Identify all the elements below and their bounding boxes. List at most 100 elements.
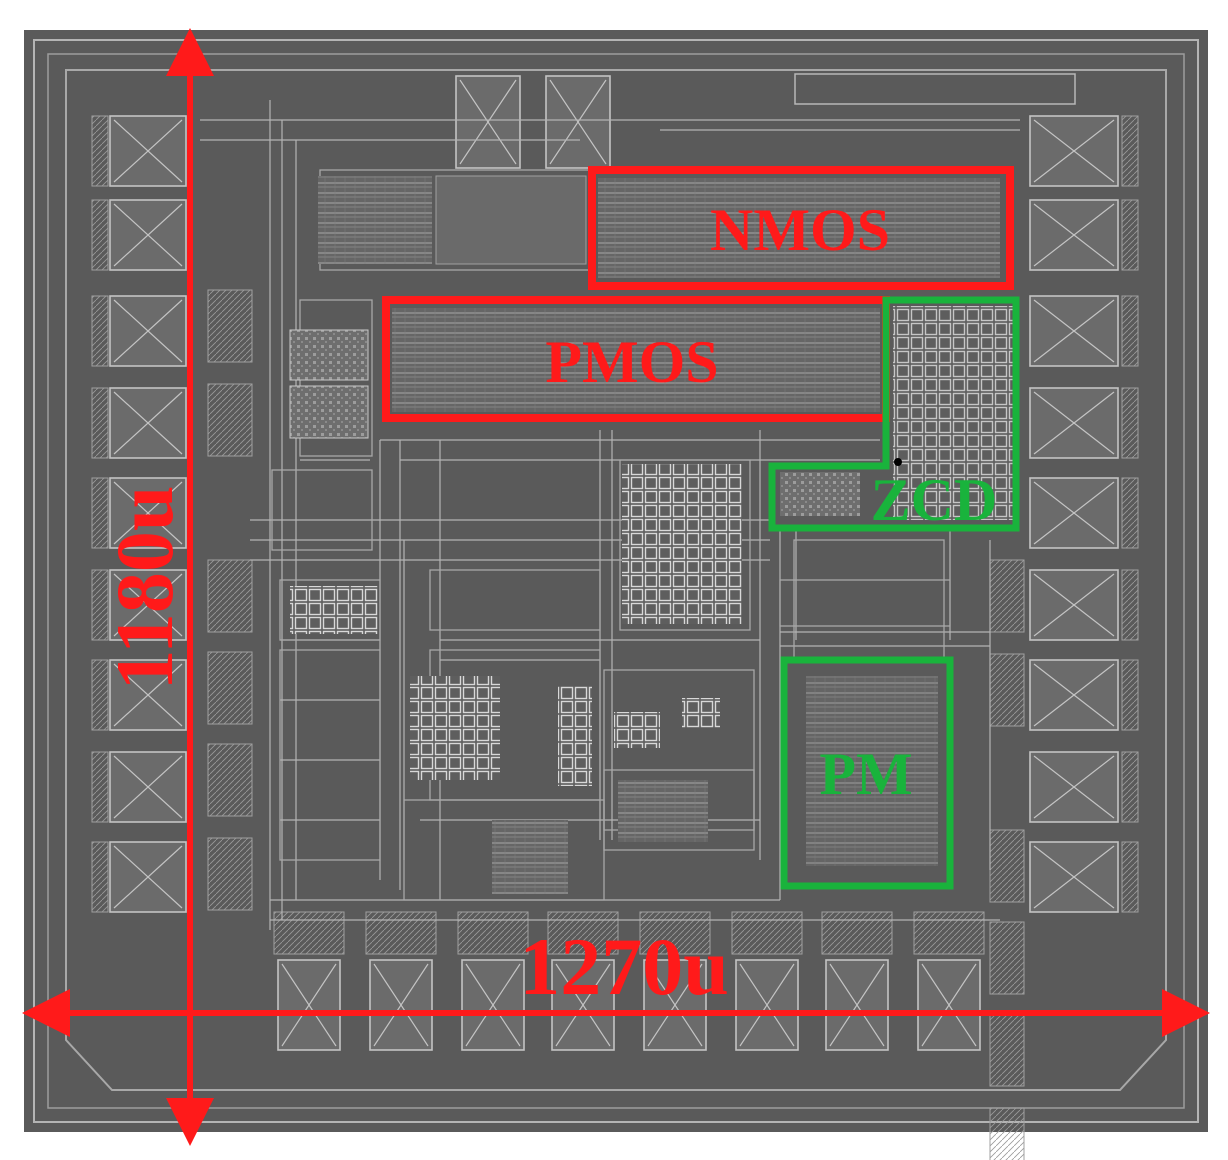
- io-pad-cross-b-27: [921, 963, 977, 1047]
- pad-driver-25: [639, 911, 711, 955]
- io-pad-cross-b-18: [459, 79, 517, 165]
- io-pad-cross-b-24: [647, 963, 703, 1047]
- logic-block-2: [290, 586, 378, 634]
- io-pad-cross-b-14: [1033, 573, 1115, 637]
- logic-block-8: [618, 780, 708, 842]
- io-pad-cross-b-6: [113, 663, 183, 727]
- pad-driver-24: [547, 911, 619, 955]
- io-pad-cross-b-19: [549, 79, 607, 165]
- logic-block-7: [492, 820, 568, 894]
- label-box: [794, 73, 1076, 105]
- height-label: 1180u: [99, 485, 190, 690]
- pad-driver-18: [1121, 841, 1139, 913]
- io-pad-cross-b-5: [113, 573, 183, 637]
- io-pad-cross-b-23: [555, 963, 611, 1047]
- io-pad-cross-b-10: [1033, 203, 1115, 267]
- side-driver-l-4: [207, 743, 253, 817]
- capacitor-array-top: [318, 176, 432, 264]
- io-pad-cross-b-16: [1033, 755, 1115, 819]
- side-driver-r-2: [989, 829, 1025, 903]
- pad-driver-6: [91, 569, 109, 641]
- core-blocks: [289, 175, 1013, 894]
- pad-driver-22: [365, 911, 437, 955]
- cell-outline-8: [603, 769, 755, 851]
- pad-driver-28: [913, 911, 985, 955]
- io-pad-cross-b-3: [113, 391, 183, 455]
- pad-driver-4: [91, 387, 109, 459]
- pad-driver-11: [1121, 199, 1139, 271]
- side-driver-r-5: [989, 1107, 1025, 1160]
- nmos-box: [588, 166, 1014, 290]
- height-dimension: 1180u: [99, 28, 214, 1146]
- io-pad-cross-b-0: [113, 119, 183, 183]
- pad-driver-16: [1121, 659, 1139, 731]
- seal-ring: [65, 69, 1167, 1091]
- cell-outline-12: [619, 459, 751, 631]
- io-pad-cross-b-9: [1033, 119, 1115, 183]
- cap-cell-2: [289, 385, 369, 439]
- side-driver-l-5: [207, 837, 253, 911]
- pad-driver-8: [91, 751, 109, 823]
- logic-block-1: [622, 464, 742, 624]
- nmos-label: NMOS: [710, 197, 890, 263]
- pad-driver-27: [821, 911, 893, 955]
- pad-driver-15: [1121, 569, 1139, 641]
- cell-outline-10: [779, 579, 951, 627]
- core-wiring: [200, 100, 1020, 930]
- io-pad-cross-b-25: [739, 963, 795, 1047]
- cell-outline-2: [279, 579, 381, 641]
- io-pad-22: [461, 959, 525, 1051]
- pad-driver-13: [1121, 387, 1139, 459]
- side-driver-r-0: [989, 559, 1025, 633]
- cap-cell-1: [289, 329, 369, 381]
- capacitor-array-mid: [435, 175, 587, 265]
- pad-driver-14: [1121, 477, 1139, 549]
- io-pad-cross-b-22: [465, 963, 521, 1047]
- pad-driver-2: [91, 199, 109, 271]
- pmos-array: [392, 308, 880, 412]
- logic-block-3: [410, 676, 500, 780]
- zcd-label: ZCD: [871, 467, 998, 533]
- die-inner-ring: [47, 53, 1185, 1109]
- pad-driver-9: [91, 841, 109, 913]
- pad-driver-3: [91, 295, 109, 367]
- pad-driver-5: [91, 477, 109, 549]
- pmos-label: PMOS: [545, 329, 718, 395]
- pad-driver-23: [457, 911, 529, 955]
- io-pad-ring: [91, 75, 1139, 1160]
- zcd-array: [893, 306, 1013, 520]
- pad-driver-17: [1121, 751, 1139, 823]
- io-pad-cross-b-2: [113, 299, 183, 363]
- width-label: 1270u: [519, 921, 729, 1012]
- io-pad-cross-b-15: [1033, 663, 1115, 727]
- probe-dot: [894, 458, 902, 466]
- die-outer-ring: [33, 39, 1199, 1123]
- highlight-boxes: [382, 166, 1020, 890]
- cell-outline-1: [271, 469, 373, 551]
- pad-driver-26: [731, 911, 803, 955]
- io-pad-cross-b-17: [1033, 845, 1115, 909]
- pad-driver-12: [1121, 295, 1139, 367]
- cell-outline-3: [279, 649, 381, 861]
- pad-driver-1: [91, 115, 109, 187]
- side-driver-r-1: [989, 653, 1025, 727]
- pm-inner: [806, 676, 938, 866]
- io-pad-cross-b-7: [113, 755, 183, 819]
- io-pad-cross-b-21: [373, 963, 429, 1047]
- zcd-cell: [780, 472, 860, 516]
- pad-driver-21: [273, 911, 345, 955]
- io-pad-cross-b-20: [281, 963, 337, 1047]
- width-dimension: 1270u: [22, 921, 1210, 1037]
- io-pad-cross-b-12: [1033, 391, 1115, 455]
- io-pad-cross-b-13: [1033, 481, 1115, 545]
- logic-block-6: [682, 698, 720, 728]
- side-driver-l-0: [207, 289, 253, 363]
- pm-label: PM: [819, 741, 912, 807]
- pad-driver-10: [1121, 115, 1139, 187]
- io-pad-cross-b-11: [1033, 299, 1115, 363]
- logic-block-4: [558, 686, 592, 786]
- side-driver-l-1: [207, 383, 253, 457]
- logic-block-5: [614, 712, 660, 748]
- zcd-box: [768, 296, 1020, 532]
